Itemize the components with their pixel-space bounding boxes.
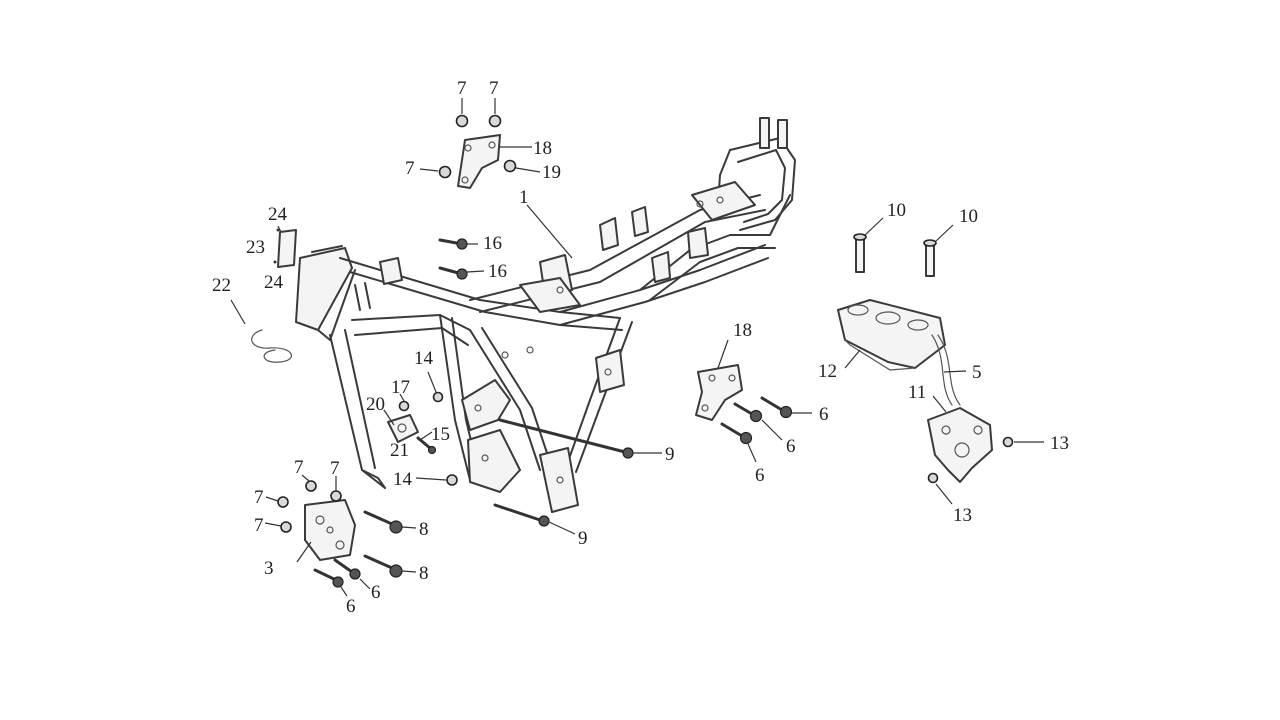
callout-7: 7 [330,458,340,479]
bolts-16 [438,238,468,280]
callout-9: 9 [578,528,588,549]
callout-7: 7 [405,158,415,179]
callout-6: 6 [346,596,356,617]
callout-7: 7 [254,487,264,508]
callout-24: 24 [264,272,284,293]
callout-10: 10 [959,206,978,227]
callout-6: 6 [755,465,765,486]
callout-12: 12 [818,361,837,382]
callout-6: 6 [786,436,796,457]
top-bridge-12 [837,299,946,371]
callout-1: 1 [519,187,529,208]
callout-5: 5 [972,362,982,383]
upper-bracket-18 [457,134,501,189]
bracket-3-assembly [277,480,403,588]
callout-16: 16 [488,261,507,282]
callout-16: 16 [483,233,502,254]
callout-9: 9 [665,444,675,465]
callout-13: 13 [1050,433,1069,454]
spring-clip-22 [251,329,293,363]
callout-7: 7 [254,515,264,536]
main-frame-part [295,117,796,513]
callout-10: 10 [887,200,906,221]
callout-24: 24 [268,204,288,225]
callout-22: 22 [212,275,231,296]
callout-8: 8 [419,563,429,584]
plate-23 [273,228,297,268]
leader-lines [230,98,1044,597]
callout-23: 23 [246,237,265,258]
callout-6: 6 [819,404,829,425]
clamp-20-assembly [387,391,444,455]
callout-21: 21 [390,440,409,461]
callout-18: 18 [733,320,752,341]
bolts-6-right [720,396,793,445]
callout-labels: 1 3 5 6 6 6 6 6 6 7 7 7 7 7 7 7 8 8 9 9 … [212,78,1069,617]
callout-19: 19 [542,162,561,183]
callout-18: 18 [533,138,552,159]
callout-11: 11 [908,382,926,403]
top-nuts [438,114,517,179]
ignition-switch-11 [927,334,1014,484]
callout-20: 20 [366,394,385,415]
long-bolts-9 [446,418,634,527]
callout-14: 14 [393,469,413,490]
callout-7: 7 [489,78,499,99]
callout-8: 8 [419,519,429,540]
callout-15: 15 [431,424,450,445]
callout-14: 14 [414,348,434,369]
callout-7: 7 [294,457,304,478]
callout-13: 13 [953,505,972,526]
callout-6: 6 [371,582,381,603]
callout-3: 3 [264,558,274,579]
pins-10 [853,233,937,277]
side-bracket-18 [695,364,743,421]
callout-7: 7 [457,78,467,99]
callout-17: 17 [391,377,410,398]
